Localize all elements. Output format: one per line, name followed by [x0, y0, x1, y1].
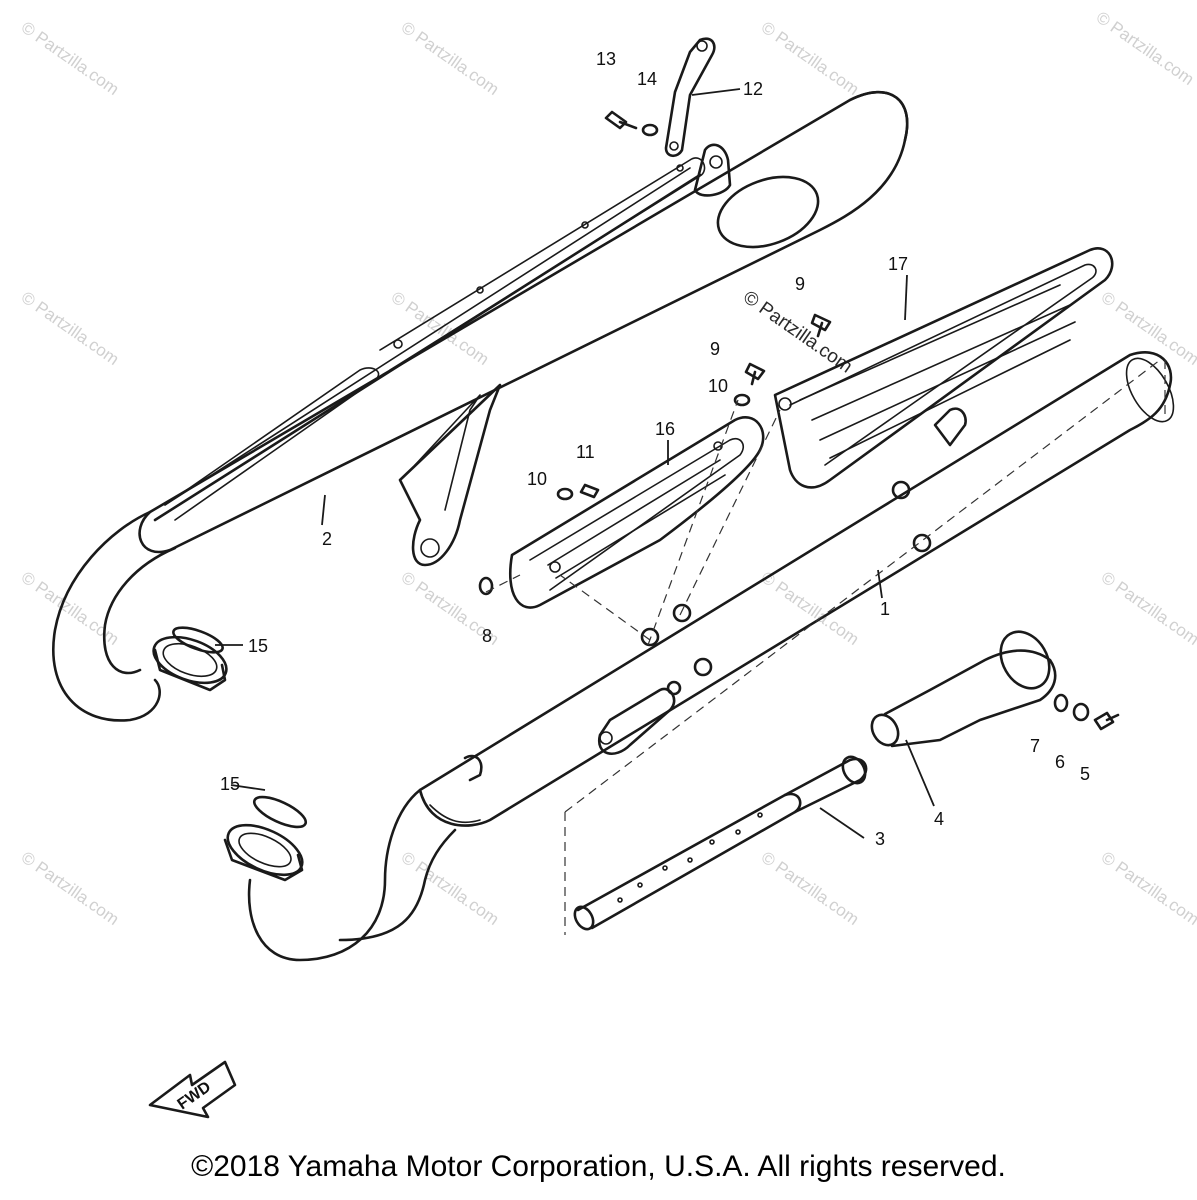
callout-3: 3 — [875, 829, 885, 849]
bolt-9-lower — [744, 362, 766, 386]
heat-shield-part-17 — [773, 247, 1114, 489]
callout-5: 5 — [1080, 764, 1090, 784]
callout-2: 2 — [322, 529, 332, 549]
leader-lines — [215, 88, 935, 839]
callout-14: 14 — [637, 69, 657, 89]
callout-9-upper: 9 — [795, 274, 805, 294]
tail-pipe-part-4 — [870, 630, 1057, 748]
callout-1: 1 — [880, 599, 890, 619]
watermark: © Partzilla.com — [18, 568, 123, 649]
grommet-8 — [478, 576, 494, 596]
watermark: © Partzilla.com — [758, 568, 863, 649]
callout-7: 7 — [1030, 736, 1040, 756]
callout-12: 12 — [743, 79, 763, 99]
callout-11: 11 — [576, 442, 595, 462]
callout-10-lower: 10 — [527, 469, 547, 489]
lock-washer-6 — [1072, 702, 1090, 722]
watermark-dark: © Partzilla.com — [739, 287, 856, 378]
washer-14 — [641, 123, 659, 137]
callout-10-upper: 10 — [708, 376, 728, 396]
watermark: © Partzilla.com — [758, 18, 863, 99]
bolt-13 — [604, 110, 638, 130]
watermark: © Partzilla.com — [1098, 288, 1197, 369]
callout-9-lower: 9 — [710, 339, 720, 359]
callout-13: 13 — [596, 49, 616, 69]
callout-15-upper: 15 — [248, 636, 268, 656]
callout-6: 6 — [1055, 752, 1065, 772]
copyright-notice: ©2018 Yamaha Motor Corporation, U.S.A. A… — [191, 1150, 1006, 1183]
watermark: © Partzilla.com — [18, 848, 123, 929]
callout-15-lower: 15 — [220, 774, 240, 794]
watermark: © Partzilla.com — [1098, 568, 1197, 649]
heat-shield-part-16 — [509, 416, 765, 609]
header-nut-upper — [152, 626, 228, 692]
watermark: © Partzilla.com — [398, 848, 503, 929]
lower-muffler-part-1 — [247, 351, 1175, 962]
bolt-9-upper — [810, 313, 832, 338]
watermark: © Partzilla.com — [1093, 8, 1197, 89]
washer-10-lower — [556, 487, 574, 501]
bolt-5 — [1093, 711, 1120, 731]
watermark: © Partzilla.com — [758, 848, 863, 929]
upper-muffler-part-2 — [52, 90, 909, 722]
assembly-lines — [485, 359, 1166, 935]
baffle-tube-part-3 — [573, 755, 868, 931]
washer-10-upper — [733, 393, 751, 407]
watermark: © Partzilla.com — [18, 288, 123, 369]
watermark: © Partzilla.com — [1098, 848, 1197, 929]
watermark-layer: © Partzilla.com © Partzilla.com © Partzi… — [18, 8, 1197, 929]
bolt-11 — [579, 483, 600, 499]
callout-8: 8 — [482, 626, 492, 646]
callout-16: 16 — [655, 419, 675, 439]
watermark: © Partzilla.com — [18, 18, 123, 99]
fwd-arrow-icon: FWD — [148, 1060, 237, 1119]
callout-labels: 2 1 3 4 5 6 7 8 9 9 10 10 11 12 13 14 15… — [220, 49, 1090, 849]
callout-4: 4 — [934, 809, 944, 829]
washer-7 — [1053, 693, 1069, 713]
header-nut-lower — [223, 795, 308, 882]
watermark: © Partzilla.com — [398, 18, 503, 99]
callout-17: 17 — [888, 254, 908, 274]
stay-12 — [664, 37, 716, 158]
